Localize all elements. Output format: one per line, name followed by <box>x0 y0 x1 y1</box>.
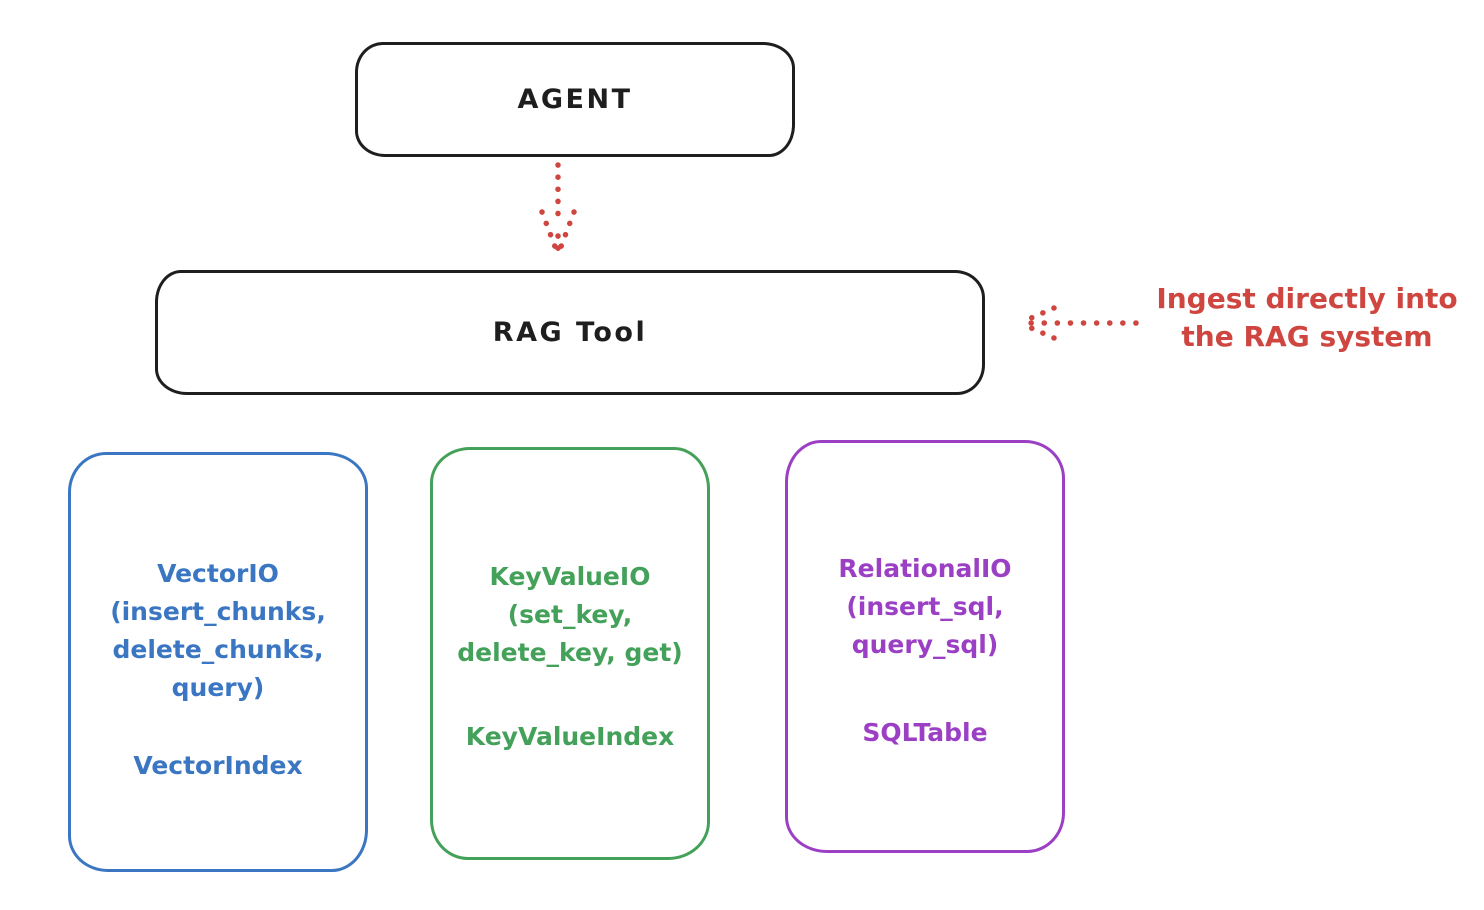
rag-tool-node: RAG Tool <box>155 270 985 395</box>
key-value-io-node: KeyValueIO (set_key, delete_key, get) Ke… <box>430 447 710 860</box>
ingest-annotation-line-2: the RAG system <box>1181 320 1433 353</box>
vector-io-method-line-1: (insert_chunks, <box>110 597 326 626</box>
ingest-annotation-line-1: Ingest directly into <box>1156 282 1458 315</box>
vector-io-method-line-2: delete_chunks, <box>112 635 324 664</box>
relational-io-title: RelationalIO <box>838 554 1012 583</box>
vector-io-method-line-3: query) <box>171 673 265 702</box>
key-value-io-method-line-1: (set_key, <box>507 600 633 629</box>
arrow-annotation-to-rag-icon <box>1019 305 1139 341</box>
relational-io-node: RelationalIO (insert_sql, query_sql) SQL… <box>785 440 1065 853</box>
rag-tool-label: RAG Tool <box>492 317 648 348</box>
key-value-io-title: KeyValueIO <box>489 562 651 591</box>
relational-io-method-line-2: query_sql) <box>851 630 999 659</box>
vector-io-title: VectorIO <box>157 559 279 588</box>
agent-node: AGENT <box>355 42 795 157</box>
agent-label: AGENT <box>517 84 633 115</box>
key-value-index-label: KeyValueIndex <box>465 722 675 751</box>
vector-index-label: VectorIndex <box>133 751 303 780</box>
vector-io-node: VectorIO (insert_chunks, delete_chunks, … <box>68 452 368 872</box>
relational-io-method-line-1: (insert_sql, <box>846 592 1004 621</box>
ingest-annotation: Ingest directly into the RAG system <box>1140 280 1474 356</box>
sql-table-label: SQLTable <box>862 718 988 747</box>
arrow-agent-to-rag-icon <box>539 162 577 258</box>
key-value-io-method-line-2: delete_key, get) <box>457 638 683 667</box>
